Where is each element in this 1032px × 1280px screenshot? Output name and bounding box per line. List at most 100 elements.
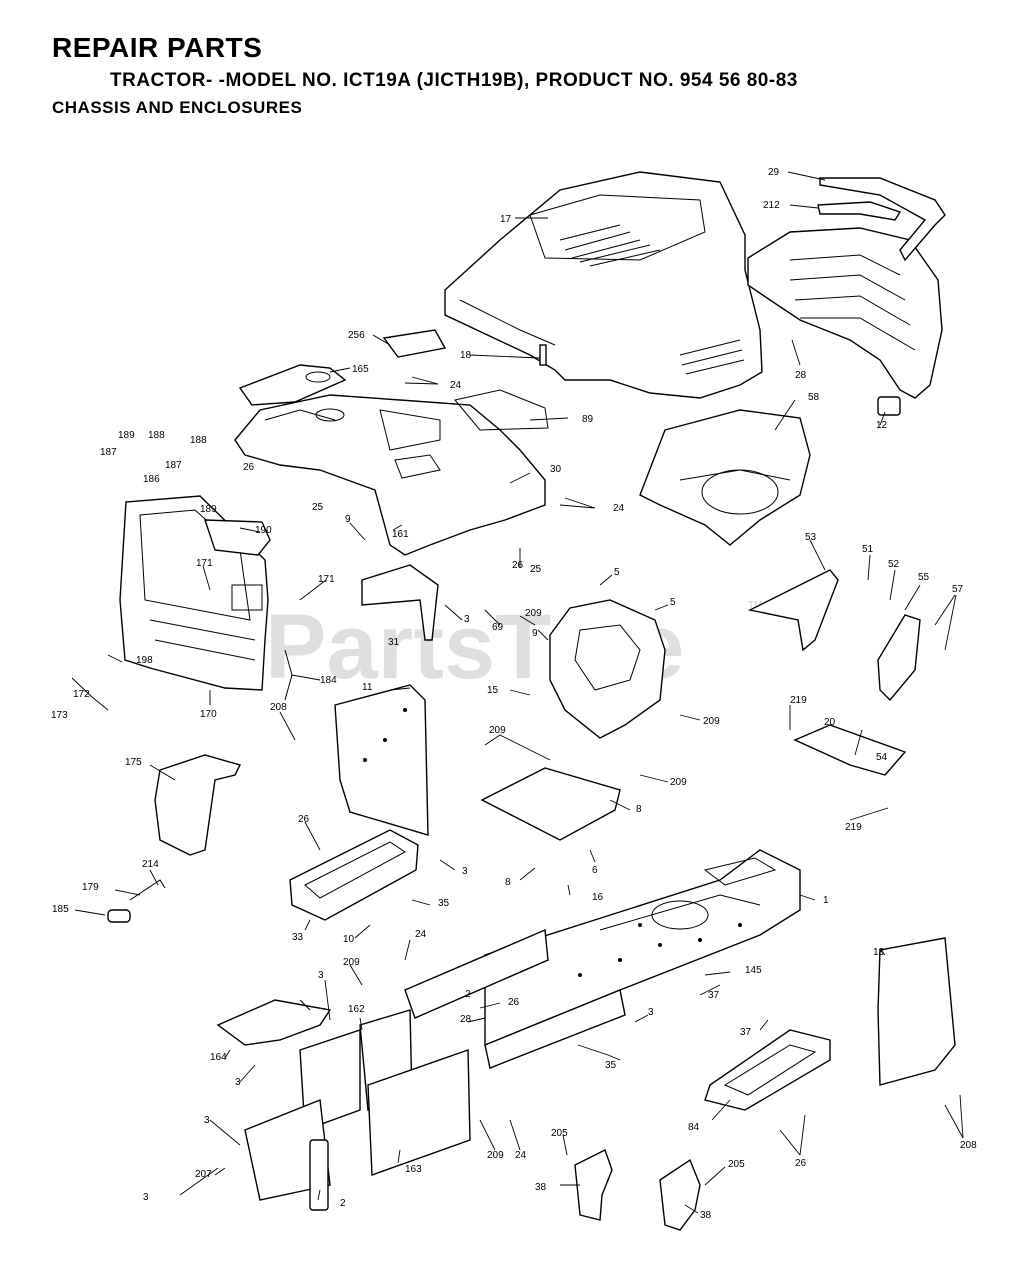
knob-12-part: [877, 396, 901, 416]
part-label: 35: [605, 1060, 617, 1071]
part-label: 256: [348, 330, 365, 341]
part-label: 170: [200, 709, 217, 720]
trim-29-part: [819, 177, 946, 262]
part-label: 219: [790, 695, 807, 706]
part-label: 186: [143, 474, 160, 485]
part-labels: 29 212 17 28 12 18 256 165 24 89 58 189 …: [51, 167, 977, 1221]
bracket-164-part: [216, 999, 332, 1046]
part-label: 16: [592, 892, 604, 903]
part-label: 185: [52, 904, 69, 915]
part-label: 172: [73, 689, 90, 700]
part-label: 175: [125, 757, 142, 768]
part-label: 26: [508, 997, 520, 1008]
part-label: 24: [613, 503, 625, 514]
part-label: 28: [795, 370, 807, 381]
part-label: 69: [492, 622, 504, 633]
part-label: 24: [415, 929, 427, 940]
part-label: 17: [500, 214, 512, 225]
bracket-38b-part: [659, 1158, 701, 1231]
part-label: 187: [100, 447, 117, 458]
part-label: 173: [51, 710, 68, 721]
bracket-55-part: [877, 614, 921, 702]
dash-panel-170-part: [119, 495, 271, 691]
part-label: 24: [450, 380, 462, 391]
part-label: 35: [438, 898, 450, 909]
part-label: 13: [873, 947, 885, 958]
part-label: 209: [670, 777, 687, 788]
part-label: 179: [82, 882, 99, 893]
part-label: 25: [530, 564, 542, 575]
part-label: 58: [808, 392, 820, 403]
part-label: 188: [148, 430, 165, 441]
part-label: 3: [462, 866, 468, 877]
bracket-13-part: [877, 937, 956, 1086]
part-label: 1: [823, 895, 829, 906]
part-label: 198: [136, 655, 153, 666]
fender-dash-part: [234, 389, 549, 556]
part-label: 5: [614, 567, 620, 578]
part-label: 208: [960, 1140, 977, 1151]
part-label: 20: [824, 717, 836, 728]
part-label: 209: [703, 716, 720, 727]
part-label: 8: [505, 877, 511, 888]
part-label: 3: [204, 1115, 210, 1126]
model-line: TRACTOR- -MODEL NO. ICT19A (JICTH19B), P…: [110, 70, 798, 91]
part-label: 12: [876, 420, 888, 431]
part-label: 6: [592, 865, 598, 876]
bracket-38a-part: [574, 1149, 613, 1221]
part-label: 15: [487, 685, 499, 696]
part-label: 171: [196, 558, 213, 569]
bracket-53-part: [747, 569, 839, 652]
cover-9-part: [549, 599, 666, 739]
part-label: 26: [298, 814, 310, 825]
panel-11-part: [334, 684, 429, 836]
part-label: 57: [952, 584, 964, 595]
part-label: 214: [142, 859, 159, 870]
part-label: 2: [465, 989, 471, 1000]
part-label: 208: [270, 702, 287, 713]
part-label: 54: [876, 752, 888, 763]
part-label: 18: [460, 350, 472, 361]
part-label: 9: [532, 628, 538, 639]
part-label: 8: [636, 804, 642, 815]
lever-179-part: [129, 879, 166, 901]
floor-pan-58-part: [639, 409, 811, 546]
hitch-plate-207-part: [244, 1099, 331, 1201]
part-label: 26: [512, 560, 524, 571]
cover-256-part: [382, 329, 447, 358]
plate-6-part: [480, 767, 621, 841]
part-label: 38: [535, 1182, 547, 1193]
part-label: 24: [515, 1150, 527, 1161]
part-label: 52: [888, 559, 900, 570]
part-label: 165: [352, 364, 369, 375]
part-label: 212: [763, 200, 780, 211]
part-label: 209: [489, 725, 506, 736]
part-label: 2: [340, 1198, 346, 1209]
part-label: 207: [195, 1169, 212, 1180]
part-label: 3: [464, 614, 470, 625]
part-label: 209: [525, 608, 542, 619]
part-label: 26: [243, 462, 255, 473]
part-label: 209: [487, 1150, 504, 1161]
part-label: 31: [388, 637, 400, 648]
part-label: 55: [918, 572, 930, 583]
part-label: 84: [688, 1122, 700, 1133]
part-label: 164: [210, 1052, 227, 1063]
main-frame-1-part: [404, 849, 801, 1069]
part-label: 219: [845, 822, 862, 833]
part-label: 10: [343, 934, 355, 945]
part-label: 163: [405, 1164, 422, 1175]
seat-pan-33-part: [289, 829, 419, 921]
part-label: 25: [312, 502, 324, 513]
part-label: 33: [292, 932, 304, 943]
part-label: 3: [648, 1007, 654, 1018]
part-label: 29: [768, 167, 780, 178]
post-2-part: [309, 1139, 329, 1211]
part-label: 5: [670, 597, 676, 608]
footrest-84-part: [704, 1029, 831, 1111]
part-label: 171: [318, 574, 335, 585]
hood-part: [444, 171, 763, 399]
part-label: 11: [362, 682, 373, 693]
